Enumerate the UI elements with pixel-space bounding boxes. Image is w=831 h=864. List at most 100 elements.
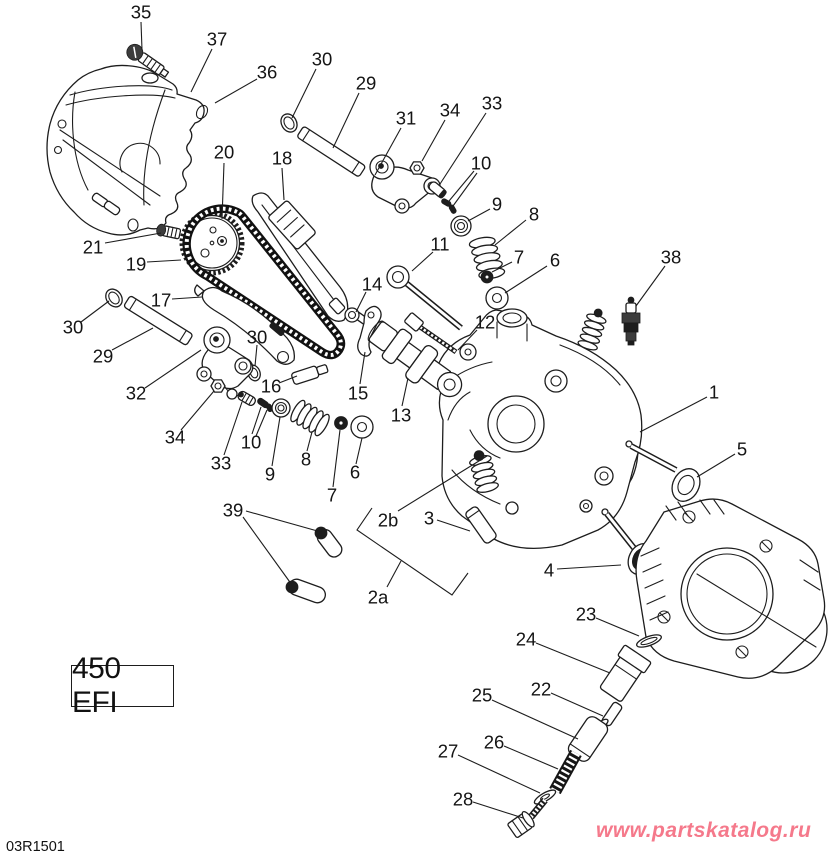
part-number-text: 1 bbox=[709, 382, 719, 403]
part-number-text: 15 bbox=[348, 383, 369, 404]
leader-line bbox=[550, 692, 604, 717]
part-number-text: 31 bbox=[396, 108, 417, 129]
part-label-24-44: 24 bbox=[516, 629, 611, 674]
leader-line bbox=[242, 516, 293, 586]
leader-line bbox=[359, 351, 366, 385]
part-rocker-arm-32 bbox=[196, 326, 254, 400]
part-label-10-8: 10 bbox=[448, 153, 492, 207]
part-tensioner-body-24 bbox=[599, 644, 652, 702]
part-number-text: 25 bbox=[472, 685, 493, 706]
part-number-text: 26 bbox=[484, 732, 505, 753]
part-washer-27 bbox=[533, 789, 557, 805]
part-number-text: 30 bbox=[247, 327, 268, 348]
part-number-text: 13 bbox=[391, 405, 412, 426]
part-spring-26 bbox=[549, 749, 582, 795]
part-valve-5 bbox=[625, 440, 701, 502]
part-number-text: 6 bbox=[350, 462, 360, 483]
part-label-29-4: 29 bbox=[332, 73, 376, 149]
part-number-text: 30 bbox=[312, 49, 333, 70]
leader-line bbox=[281, 167, 285, 201]
leader-line bbox=[503, 745, 559, 770]
part-spark-plug-38 bbox=[621, 296, 641, 346]
part-dowel-pin-39-b bbox=[285, 578, 326, 604]
part-number-text: 36 bbox=[257, 62, 278, 83]
part-number-text: 6 bbox=[550, 250, 560, 271]
part-valve-cover-37 bbox=[46, 64, 209, 236]
part-label-9-9: 9 bbox=[467, 194, 502, 222]
part-pin-16 bbox=[291, 364, 329, 385]
part-pin-33-top bbox=[428, 181, 447, 199]
leader-line bbox=[421, 119, 446, 162]
part-label-28-49: 28 bbox=[453, 789, 524, 819]
part-number-text: 29 bbox=[93, 346, 114, 367]
leader-line bbox=[467, 208, 491, 222]
leader-line bbox=[251, 406, 262, 435]
part-label-23-43: 23 bbox=[576, 604, 640, 637]
part-number-text: 8 bbox=[301, 449, 311, 470]
leader-line bbox=[190, 48, 213, 93]
leader-line bbox=[639, 396, 708, 433]
leader-line bbox=[214, 78, 258, 104]
part-washer-6-top bbox=[485, 286, 509, 310]
part-number-text: 4 bbox=[544, 560, 554, 581]
part-label-9-25: 9 bbox=[265, 416, 281, 485]
part-label-36-2: 36 bbox=[214, 62, 278, 104]
leader-line bbox=[245, 510, 322, 533]
leader-line bbox=[255, 409, 268, 437]
part-number-text: 33 bbox=[211, 453, 232, 474]
part-cylinder-base bbox=[635, 498, 828, 679]
part-label-7-27: 7 bbox=[327, 429, 341, 506]
watermark-url: www.partskatalog.ru bbox=[596, 819, 812, 842]
leader-line bbox=[452, 172, 478, 207]
part-pin-3 bbox=[465, 506, 497, 544]
leader-line bbox=[332, 429, 341, 488]
part-label-2a-38: 2a bbox=[356, 507, 469, 608]
part-label-22-45: 22 bbox=[531, 679, 604, 717]
part-number-text: 10 bbox=[471, 153, 492, 174]
part-number-text: 9 bbox=[265, 464, 275, 485]
leader-line bbox=[291, 68, 317, 119]
leader-line bbox=[397, 455, 488, 512]
leader-line bbox=[355, 291, 367, 313]
leader-line bbox=[595, 617, 640, 637]
leader-line bbox=[491, 261, 513, 273]
part-label-13-35: 13 bbox=[391, 377, 412, 426]
part-pin-33-left bbox=[237, 390, 256, 407]
leader-line bbox=[146, 259, 182, 263]
model-badge: 450 EFI bbox=[71, 652, 174, 719]
part-cylinder-head-2b bbox=[435, 308, 643, 549]
leader-line bbox=[535, 642, 611, 674]
part-label-25-46: 25 bbox=[472, 685, 579, 740]
part-valve-spring-8-left bbox=[290, 399, 330, 437]
part-label-2b-36: 2b bbox=[378, 455, 488, 531]
leader-line bbox=[457, 754, 541, 794]
part-label-30-3: 30 bbox=[291, 49, 333, 119]
part-number-text: 9 bbox=[492, 194, 502, 215]
part-number-text: 7 bbox=[514, 247, 524, 268]
part-label-8-26: 8 bbox=[301, 431, 313, 470]
part-lever-15 bbox=[357, 305, 382, 357]
leader-line bbox=[254, 344, 258, 367]
part-number-text: 33 bbox=[482, 93, 503, 114]
bracket-line bbox=[356, 507, 469, 596]
leader-line bbox=[411, 251, 434, 272]
leader-line bbox=[494, 219, 527, 246]
part-number-text: 2a bbox=[368, 587, 389, 608]
part-number-text: 32 bbox=[126, 383, 147, 404]
leader-line bbox=[278, 375, 298, 384]
leader-line bbox=[80, 300, 110, 323]
leader-line bbox=[439, 112, 487, 185]
leader-line bbox=[180, 390, 215, 431]
part-shaft-29-top bbox=[297, 126, 366, 177]
part-label-32-21: 32 bbox=[126, 349, 202, 404]
leader-line bbox=[223, 401, 243, 456]
part-number-text: 12 bbox=[475, 312, 496, 333]
part-number-text: 2b bbox=[378, 510, 399, 531]
part-valve-11 bbox=[386, 265, 463, 331]
part-shaft-29-left bbox=[123, 295, 193, 346]
part-label-38-13: 38 bbox=[635, 247, 681, 307]
part-stem-seal-7-top bbox=[480, 270, 494, 284]
part-label-17-18: 17 bbox=[151, 290, 203, 311]
